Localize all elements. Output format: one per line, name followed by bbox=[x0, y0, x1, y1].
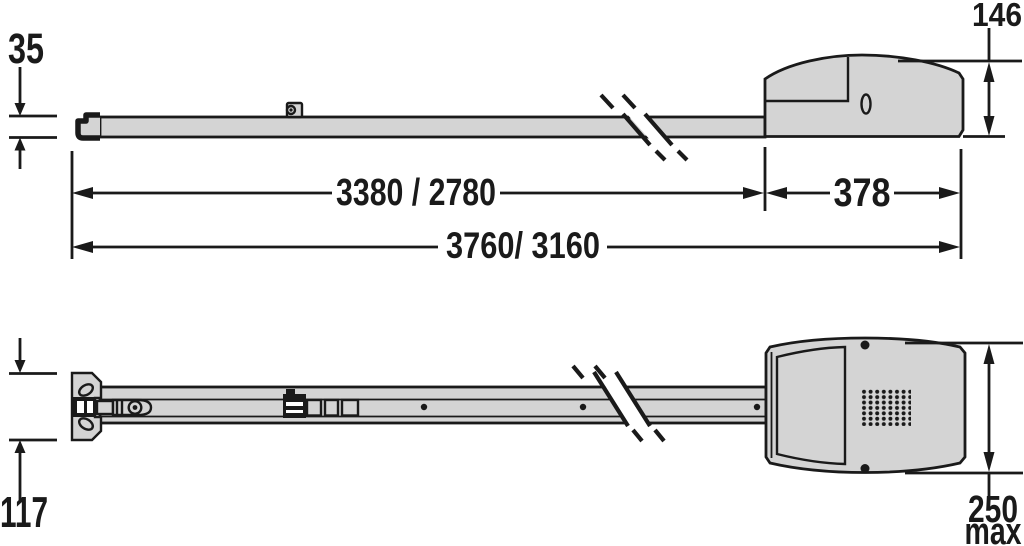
arrowhead-left bbox=[766, 187, 787, 199]
top-rail bbox=[98, 385, 768, 425]
motor-head-side bbox=[763, 53, 965, 138]
arrowhead-down bbox=[983, 116, 995, 136]
rail-clamp-pin-hole bbox=[289, 108, 293, 112]
dim-ticks bbox=[9, 372, 57, 442]
bracket-slot-hole bbox=[77, 383, 95, 397]
arrowhead-right bbox=[939, 241, 960, 253]
carriage-tab bbox=[286, 389, 295, 395]
arrowhead-up bbox=[14, 137, 26, 151]
break-line bbox=[599, 93, 667, 162]
tension-link bbox=[95, 399, 115, 416]
rail-clamp bbox=[285, 101, 304, 119]
side-rail-profile bbox=[98, 115, 767, 139]
carriage-slit bbox=[286, 402, 303, 406]
arrowhead-up bbox=[983, 62, 995, 82]
rail-channel-lines bbox=[100, 398, 766, 418]
lamp-cover-panel bbox=[775, 345, 847, 466]
dim-label-total-length: 3760/ 3160 bbox=[446, 225, 600, 266]
top-rail-band bbox=[98, 385, 768, 425]
rail-rivet bbox=[753, 403, 761, 411]
arrowhead-down bbox=[14, 103, 26, 116]
carriage bbox=[283, 389, 360, 418]
break-line bbox=[621, 93, 689, 162]
arrowhead-down bbox=[983, 452, 995, 472]
lamp-window bbox=[860, 93, 872, 115]
arrowhead-right bbox=[743, 187, 764, 199]
wall-bracket bbox=[70, 371, 153, 442]
door-bracket-hook bbox=[75, 112, 100, 141]
dim-label-rail-length: 3380 / 2780 bbox=[336, 172, 496, 214]
hinge-slot bbox=[87, 401, 93, 413]
rail-rivet bbox=[420, 403, 428, 411]
break-marks-side bbox=[599, 93, 689, 162]
dim-total-length: 3760/ 3160 bbox=[72, 225, 960, 266]
break-line bbox=[593, 364, 666, 443]
tensioner-pulley-axle bbox=[132, 405, 138, 410]
arrowhead-left bbox=[72, 241, 93, 253]
top-view: 117 250 max bbox=[0, 336, 1023, 546]
motor-head-top bbox=[764, 336, 967, 474]
break-gap bbox=[604, 384, 649, 426]
carriage-link bbox=[340, 398, 360, 417]
dim-head-length: 378 bbox=[766, 171, 960, 215]
side-view: 35 146 3380 / 2780 bbox=[8, 0, 1022, 266]
housing-screw bbox=[860, 340, 870, 350]
arrowhead-right bbox=[939, 187, 960, 199]
bracket-slot-hole bbox=[77, 417, 95, 431]
vent-grille bbox=[861, 389, 911, 426]
dim-label-head-width-suffix: max bbox=[965, 511, 1022, 546]
dim-head-width: 250 max bbox=[905, 341, 1023, 546]
head-cover-seam bbox=[765, 57, 850, 103]
carriage-link bbox=[323, 398, 340, 417]
carriage-link bbox=[305, 398, 323, 417]
carriage-slit bbox=[286, 410, 303, 413]
arrowhead-left bbox=[72, 187, 93, 199]
break-marks-top bbox=[571, 364, 666, 443]
dim-label-rail-height: 35 bbox=[8, 25, 44, 73]
arrowhead-up bbox=[14, 440, 26, 453]
dim-label-head-length: 378 bbox=[834, 171, 891, 215]
side-rail bbox=[98, 115, 767, 139]
dim-bracket-width: 117 bbox=[0, 338, 57, 537]
dim-head-height: 146 bbox=[898, 0, 1022, 138]
tensioner-marks bbox=[115, 399, 124, 416]
dim-rail-length: 3380 / 2780 bbox=[72, 172, 764, 214]
hinge-slot bbox=[77, 401, 84, 413]
dim-rail-height: 35 bbox=[8, 25, 57, 169]
break-line bbox=[571, 364, 644, 443]
housing-screw bbox=[860, 464, 870, 473]
rail-rivet bbox=[579, 403, 587, 411]
dim-label-head-width: 250 bbox=[968, 489, 1018, 531]
dim-ticks bbox=[9, 114, 57, 139]
dim-label-bracket-width: 117 bbox=[0, 488, 48, 537]
arrowhead-up bbox=[983, 344, 995, 364]
dim-label-head-height: 146 bbox=[972, 0, 1022, 33]
arrowhead-down bbox=[14, 360, 26, 373]
